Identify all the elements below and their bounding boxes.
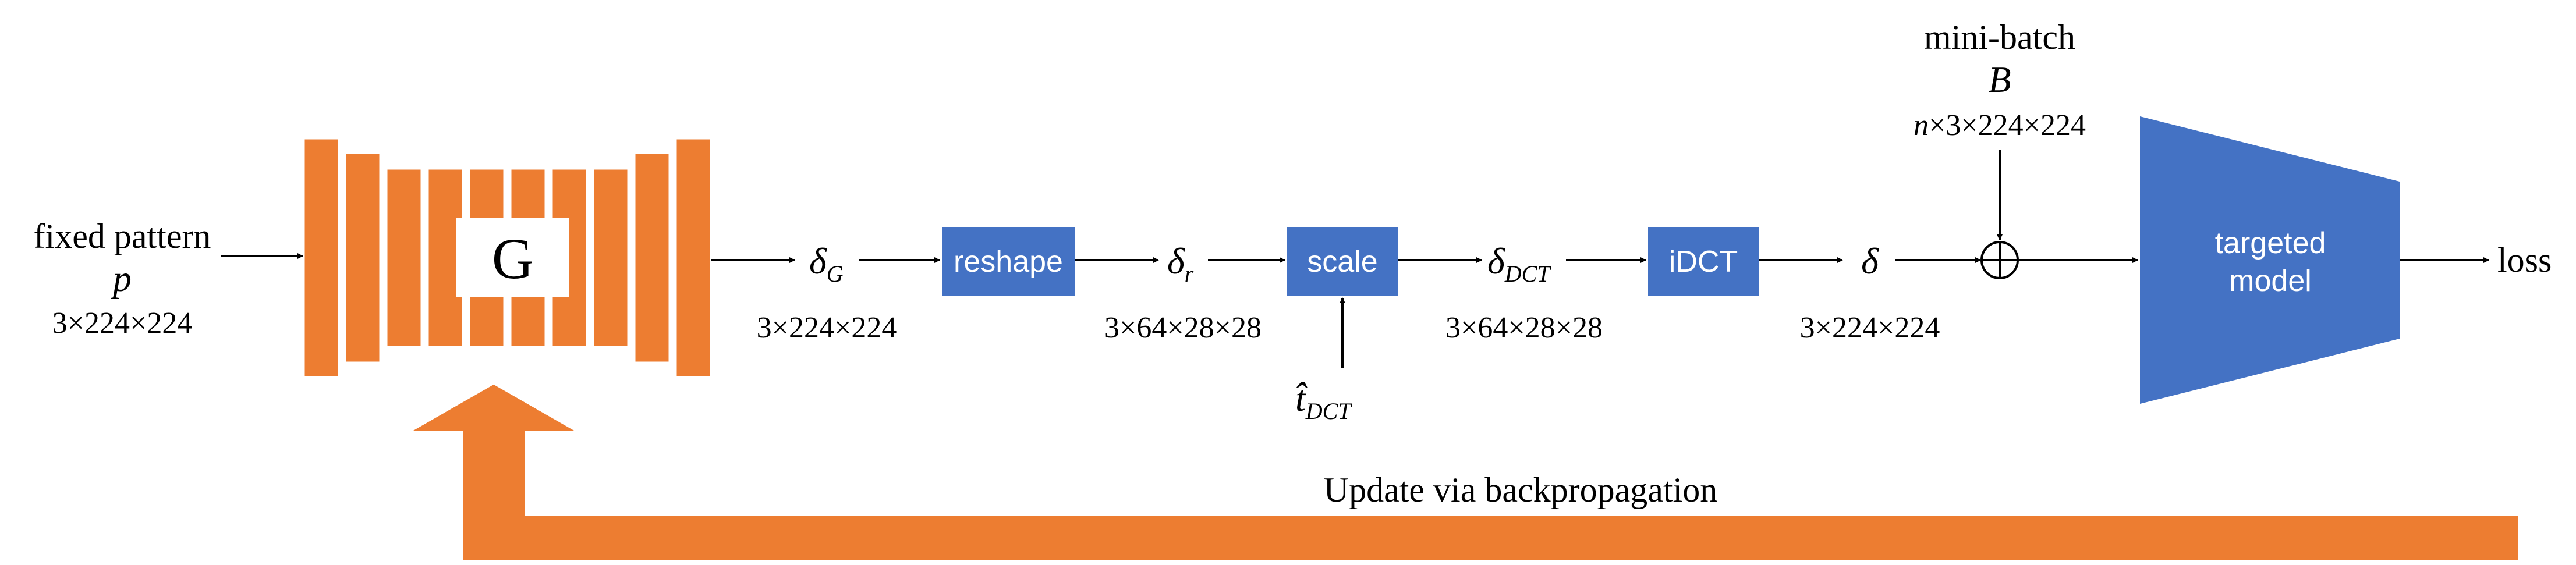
model-label-line1: targeted bbox=[2215, 226, 2326, 260]
delta-g-dims: 3×224×224 bbox=[757, 311, 897, 344]
minibatch-label: mini-batch bbox=[1924, 18, 2075, 56]
minibatch-symbol: B bbox=[1988, 59, 2011, 100]
idct-label: iDCT bbox=[1669, 245, 1738, 279]
model-label-line2: model bbox=[2229, 264, 2312, 298]
idct-block bbox=[1648, 227, 1759, 296]
scale-block bbox=[1287, 227, 1398, 296]
input-label: fixed pattern bbox=[34, 217, 211, 255]
minibatch-dims: n×3×224×224 bbox=[1914, 109, 2086, 142]
loss-label: loss bbox=[2497, 241, 2552, 279]
delta-r-dims: 3×64×28×28 bbox=[1104, 311, 1262, 344]
feedback-arrow bbox=[412, 384, 2518, 560]
t-dct-symbol: t̂DCT bbox=[1295, 378, 1352, 424]
generator-layer bbox=[592, 168, 629, 348]
generator-label-box bbox=[456, 218, 569, 297]
reshape-label: reshape bbox=[954, 245, 1063, 279]
delta-dims: 3×224×224 bbox=[1800, 311, 1940, 344]
delta-g-symbol: δG bbox=[809, 240, 844, 287]
reshape-block bbox=[942, 227, 1075, 296]
targeted-model-block bbox=[2140, 116, 2400, 404]
generator-layer bbox=[633, 152, 671, 364]
generator-layer bbox=[385, 168, 423, 348]
input-dims: 3×224×224 bbox=[52, 307, 193, 340]
adder-node bbox=[1980, 241, 2019, 279]
delta-r-symbol: δr bbox=[1167, 240, 1194, 287]
generator-layer bbox=[675, 137, 712, 378]
scale-label: scale bbox=[1307, 245, 1377, 279]
input-symbol: p bbox=[111, 258, 132, 299]
generator-network: G bbox=[303, 137, 712, 378]
delta-dct-dims: 3×64×28×28 bbox=[1445, 311, 1603, 344]
generator-layer bbox=[303, 137, 340, 378]
feedback-label: Update via backpropagation bbox=[1324, 471, 1717, 509]
delta-dct-symbol: δDCT bbox=[1487, 240, 1551, 287]
delta-symbol: δ bbox=[1861, 240, 1879, 282]
generator-layer bbox=[344, 152, 381, 364]
generator-label: G bbox=[492, 226, 534, 291]
